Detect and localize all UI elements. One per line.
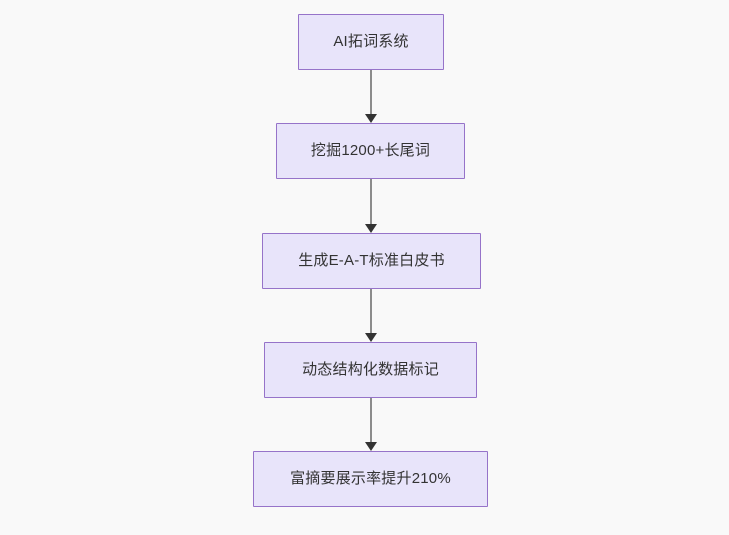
flowchart-node-generate-eat-whitepaper[interactable]: 生成E-A-T标准白皮书 xyxy=(262,233,481,289)
node-label: 挖掘1200+长尾词 xyxy=(310,142,431,159)
edge-line xyxy=(370,179,372,224)
arrowhead-icon xyxy=(365,333,377,342)
flowchart-node-rich-snippet-impression-uplift[interactable]: 富摘要展示率提升210% xyxy=(253,451,488,507)
node-label: AI拓词系统 xyxy=(333,33,409,50)
node-label: 生成E-A-T标准白皮书 xyxy=(298,252,445,269)
node-label: 动态结构化数据标记 xyxy=(302,361,439,378)
edge-node2-to-node3 xyxy=(355,179,387,233)
arrowhead-icon xyxy=(365,442,377,451)
arrowhead-icon xyxy=(365,114,377,123)
edge-node1-to-node2 xyxy=(355,70,387,123)
edge-line xyxy=(370,398,372,442)
arrowhead-icon xyxy=(365,224,377,233)
flowchart-node-ai-keyword-system[interactable]: AI拓词系统 xyxy=(298,14,444,70)
flowchart-node-dynamic-structured-data-markup[interactable]: 动态结构化数据标记 xyxy=(264,342,477,398)
node-label: 富摘要展示率提升210% xyxy=(290,470,451,487)
edge-line xyxy=(370,70,372,114)
edge-node3-to-node4 xyxy=(355,289,387,342)
edge-line xyxy=(370,289,372,333)
flowchart-node-mine-longtail-keywords[interactable]: 挖掘1200+长尾词 xyxy=(276,123,465,179)
edge-node4-to-node5 xyxy=(355,398,387,451)
